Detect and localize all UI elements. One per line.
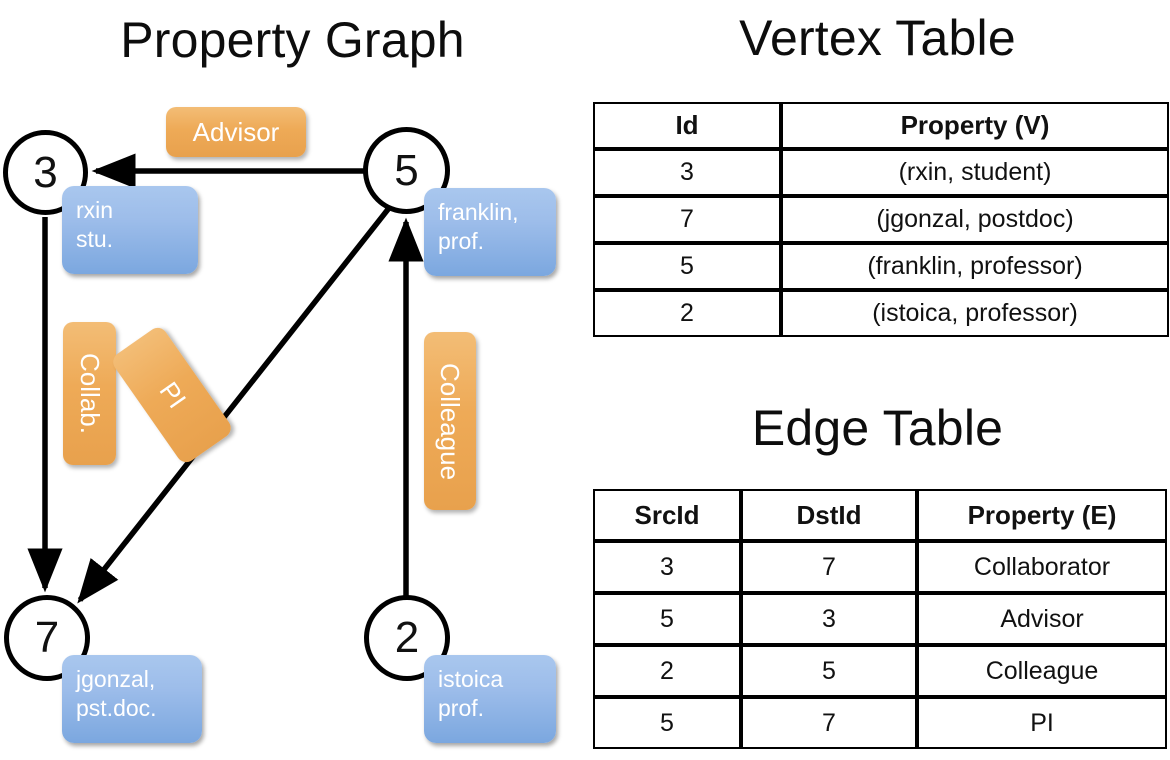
table-row[interactable]: 2 (istoica, professor) <box>593 290 1169 337</box>
vertex-box-istoica-line1: istoica <box>438 666 504 692</box>
edge-5-to-7 <box>77 206 392 604</box>
vertex-row-1-property: (jgonzal, postdoc) <box>781 196 1169 243</box>
vertex-box-istoica-line2: prof. <box>438 695 485 721</box>
graph-edges-layer <box>27 153 424 604</box>
table-row[interactable]: 7 (jgonzal, postdoc) <box>593 196 1169 243</box>
vertex-box-jgonzal-line1: jgonzal, <box>76 666 156 692</box>
vertex-box-rxin[interactable]: rxin stu. <box>62 186 198 274</box>
edge-box-colleague[interactable]: Colleague <box>424 332 476 510</box>
edge-row-3-dst: 7 <box>741 697 917 749</box>
edge-row-0-src: 3 <box>593 541 741 593</box>
table-row[interactable]: 2 5 Colleague <box>593 645 1167 697</box>
edge-row-0-dst: 7 <box>741 541 917 593</box>
vertex-row-3-id: 2 <box>593 290 781 337</box>
vertex-box-rxin-line1: rxin <box>76 197 114 223</box>
table-row[interactable]: 5 7 PI <box>593 697 1167 749</box>
property-graph-figure: 3 5 7 2 rxin stu. franklin, prof. jgonza… <box>3 107 556 743</box>
edge-table-header-dstid: DstId <box>741 489 917 541</box>
edge-row-2-src: 2 <box>593 645 741 697</box>
edge-row-1-src: 5 <box>593 593 741 645</box>
vertex-box-jgonzal-line2: pst.doc. <box>76 695 157 721</box>
vertex-table-header-id: Id <box>593 102 781 149</box>
graph-node-2-label: 2 <box>394 613 420 662</box>
vertex-row-2-property: (franklin, professor) <box>781 243 1169 290</box>
property-graph-title: Property Graph <box>120 12 465 68</box>
edge-row-3-property: PI <box>917 697 1167 749</box>
edge-table-title: Edge Table <box>751 400 1004 456</box>
edge-table-header-srcid: SrcId <box>593 489 741 541</box>
vertex-table-header-row: Id Property (V) <box>593 102 1169 149</box>
edge-row-3-src: 5 <box>593 697 741 749</box>
vertex-box-franklin-line2: prof. <box>438 228 485 254</box>
edge-box-pi-label: PI <box>153 376 192 414</box>
edge-box-colleague-label: Colleague <box>435 362 466 480</box>
edge-row-1-property: Advisor <box>917 593 1167 645</box>
vertex-table-header-property: Property (V) <box>781 102 1169 149</box>
graph-node-7-label: 7 <box>34 613 60 662</box>
table-row[interactable]: 3 (rxin, student) <box>593 149 1169 196</box>
edge-box-collab-label: Collab. <box>75 353 105 434</box>
edge-row-2-property: Colleague <box>917 645 1167 697</box>
table-row[interactable]: 5 3 Advisor <box>593 593 1167 645</box>
vertex-table-title: Vertex Table <box>739 10 1016 66</box>
edge-row-0-property: Collaborator <box>917 541 1167 593</box>
vertex-box-istoica[interactable]: istoica prof. <box>424 655 556 743</box>
edge-box-collab[interactable]: Collab. <box>63 322 116 465</box>
vertex-row-3-property: (istoica, professor) <box>781 290 1169 337</box>
vertex-row-0-id: 3 <box>593 149 781 196</box>
graph-node-5[interactable]: 5 <box>363 127 450 214</box>
edge-row-2-dst: 5 <box>741 645 917 697</box>
vertex-box-jgonzal[interactable]: jgonzal, pst.doc. <box>62 655 202 743</box>
vertex-box-franklin[interactable]: franklin, prof. <box>424 188 556 276</box>
table-row[interactable]: 5 (franklin, professor) <box>593 243 1169 290</box>
vertex-box-franklin-line1: franklin, <box>438 199 519 225</box>
graph-node-5-label: 5 <box>394 145 419 195</box>
vertex-row-0-property: (rxin, student) <box>781 149 1169 196</box>
graph-node-2[interactable]: 2 <box>364 595 450 681</box>
table-row[interactable]: 3 7 Collaborator <box>593 541 1167 593</box>
edge-row-1-dst: 3 <box>741 593 917 645</box>
edge-box-advisor-label: Advisor <box>192 116 280 147</box>
edge-table: SrcId DstId Property (E) 3 7 Collaborato… <box>593 489 1167 749</box>
edge-table-header-row: SrcId DstId Property (E) <box>593 489 1167 541</box>
vertex-row-2-id: 5 <box>593 243 781 290</box>
vertex-box-rxin-line2: stu. <box>76 226 114 252</box>
vertex-row-1-id: 7 <box>593 196 781 243</box>
graph-node-3-label: 3 <box>33 147 58 197</box>
vertex-table: Id Property (V) 3 (rxin, student) 7 (jgo… <box>593 102 1169 337</box>
edge-table-header-property: Property (E) <box>917 489 1167 541</box>
edge-box-advisor[interactable]: Advisor <box>166 107 306 157</box>
